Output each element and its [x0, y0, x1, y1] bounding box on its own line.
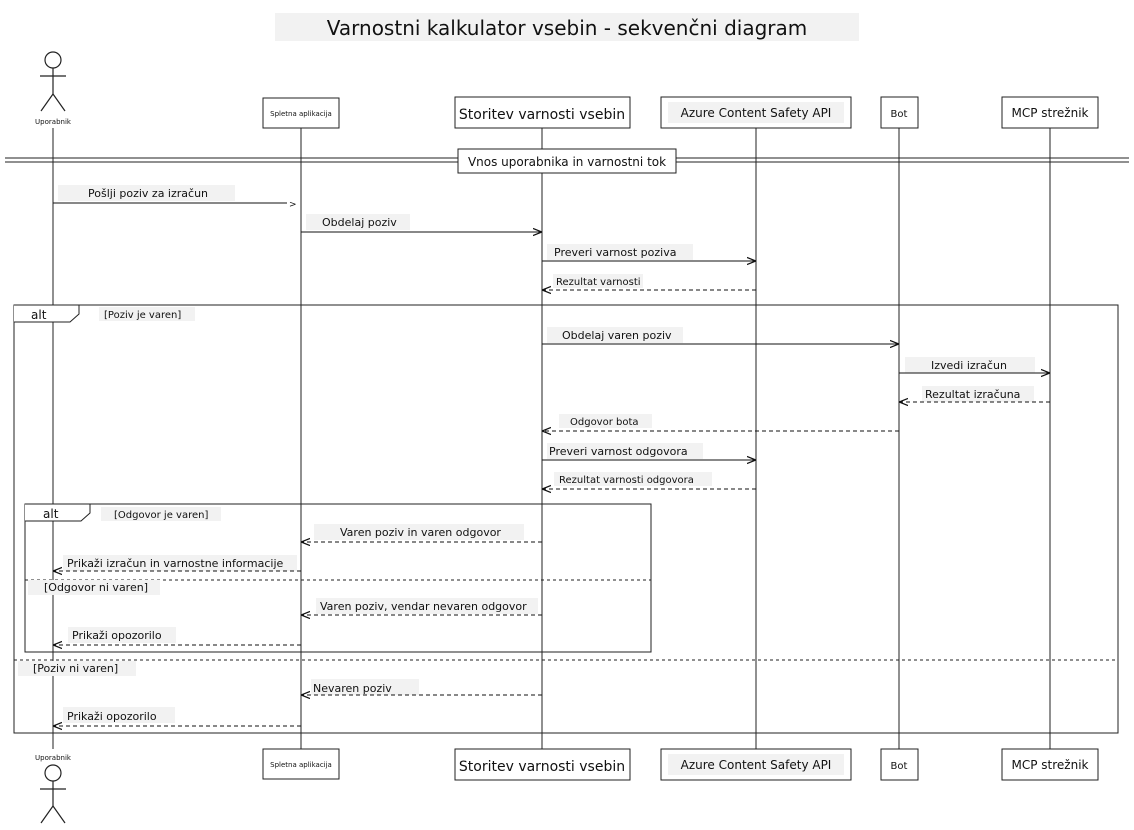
alt-else-condition: [Poziv ni varen]: [33, 662, 118, 675]
participant-box-bot-top: [880, 96, 919, 129]
participant-label-web-top: Spletna aplikacija: [270, 110, 332, 118]
participant-box-svc-top: [454, 96, 631, 129]
message-label: Nevaren poziv: [313, 682, 392, 695]
actor-user-top: [40, 51, 66, 112]
message-13: Varen poziv, vendar nevaren odgovor: [301, 598, 542, 615]
alt-condition: [Poziv je varen]: [104, 310, 181, 321]
participant-label-mcp-top: MCP strežnik: [1012, 106, 1089, 120]
message-10: Rezultat varnosti odgovora: [542, 472, 756, 489]
message-7: Rezultat izračuna: [899, 386, 1050, 402]
message-15: Nevaren poziv: [301, 679, 542, 695]
message-label: Prikaži izračun in varnostne informacije: [67, 557, 284, 570]
message-3: Preveri varnost poziva: [542, 244, 756, 261]
section-divider: Vnos uporabnika in varnostni tok: [5, 148, 1129, 174]
message-2: Obdelaj poziv: [301, 214, 542, 232]
message-label: Prikaži opozorilo: [67, 710, 157, 723]
message-6: Izvedi izračun: [899, 357, 1050, 373]
participant-box-mcp-bottom: [1001, 748, 1099, 781]
actor-user-bottom: [40, 764, 66, 824]
participant-label-user-bottom: Uporabnik: [35, 754, 72, 762]
participant-label-bot-bottom: Bot: [891, 761, 908, 772]
message-label: Prikaži opozorilo: [72, 629, 162, 642]
message-label: Varen poziv, vendar nevaren odgovor: [320, 600, 527, 613]
alt-keyword: alt: [31, 308, 47, 322]
actor-head-icon: [44, 51, 62, 69]
message-label: Pošlji poziv za izračun: [88, 187, 208, 200]
message-9: Preveri varnost odgovora: [542, 443, 756, 460]
message-label: Preveri varnost odgovora: [549, 445, 688, 458]
message-14: Prikaži opozorilo: [53, 627, 301, 645]
svg-text:>: >: [289, 200, 297, 210]
message-11: Varen poziv in varen odgovor: [301, 524, 542, 542]
participant-label-bot-top: Bot: [891, 109, 908, 120]
message-label: Obdelaj varen poziv: [562, 329, 672, 342]
diagram-title: Varnostni kalkulator vsebin - sekvenčni …: [327, 16, 807, 40]
participant-label-mcp-bottom: MCP strežnik: [1012, 758, 1089, 772]
participant-label-svc-top: Storitev varnosti vsebin: [459, 107, 625, 123]
participant-box-web-bottom: [262, 748, 340, 780]
participant-box-web-top: [262, 97, 340, 129]
alt-fragment-outer: alt [Poziv je varen] [Poziv ni varen]: [13, 304, 1119, 734]
message-label: Izvedi izračun: [931, 359, 1007, 372]
message-label: Preveri varnost poziva: [554, 246, 676, 259]
message-label: Rezultat varnosti odgovora: [559, 475, 694, 486]
message-4: Rezultat varnosti: [542, 274, 756, 290]
message-12: Prikaži izračun in varnostne informacije: [53, 555, 301, 571]
alt-condition: [Odgovor je varen]: [114, 510, 208, 521]
message-16: Prikaži opozorilo: [53, 707, 301, 726]
participant-label-web-bottom: Spletna aplikacija: [270, 761, 332, 769]
participant-box-svc-bottom: [454, 748, 631, 781]
participant-label-user-top: Uporabnik: [35, 118, 72, 126]
participant-box-bot-bottom: [880, 748, 919, 781]
participant-label-api-top: Azure Content Safety API: [681, 106, 832, 120]
alt-else-condition: [Odgovor ni varen]: [44, 581, 148, 594]
lifelines: [52, 128, 1051, 749]
participant-box-mcp-top: [1001, 96, 1099, 129]
alt-fragment-inner: alt [Odgovor je varen] [Odgovor ni varen…: [24, 503, 652, 653]
message-label: Odgovor bota: [570, 417, 639, 428]
message-5: Obdelaj varen poziv: [542, 327, 899, 344]
participant-label-api-bottom: Azure Content Safety API: [681, 758, 832, 772]
message-1: Pošlji poziv za izračun >: [53, 185, 297, 210]
actor-head-icon: [44, 764, 62, 782]
section-label: Vnos uporabnika in varnostni tok: [468, 155, 666, 169]
message-8: Odgovor bota: [542, 414, 899, 431]
title-background: [275, 13, 859, 41]
message-label: Rezultat varnosti: [556, 277, 641, 288]
message-label: Rezultat izračuna: [925, 388, 1020, 401]
message-label: Varen poziv in varen odgovor: [340, 526, 501, 539]
alt-keyword: alt: [43, 507, 59, 521]
participant-label-svc-bottom: Storitev varnosti vsebin: [459, 759, 625, 775]
message-label: Obdelaj poziv: [322, 216, 397, 229]
